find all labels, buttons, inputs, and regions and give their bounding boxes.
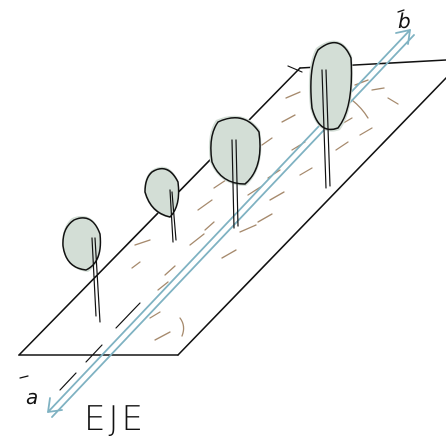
centre-dashed-line bbox=[59, 302, 141, 391]
end-label-top-mark bbox=[397, 9, 405, 13]
tree-4 bbox=[308, 40, 353, 189]
tree-1 bbox=[62, 215, 102, 323]
end-label-top: b bbox=[398, 9, 411, 33]
end-label-bottom-mark bbox=[19, 375, 29, 379]
central-axis bbox=[47, 29, 415, 418]
axis-label: EJE bbox=[84, 399, 146, 439]
end-label-bottom: a bbox=[26, 385, 38, 409]
ground-plane bbox=[18, 59, 446, 356]
tree-2 bbox=[144, 166, 180, 243]
tree-3 bbox=[208, 115, 262, 229]
